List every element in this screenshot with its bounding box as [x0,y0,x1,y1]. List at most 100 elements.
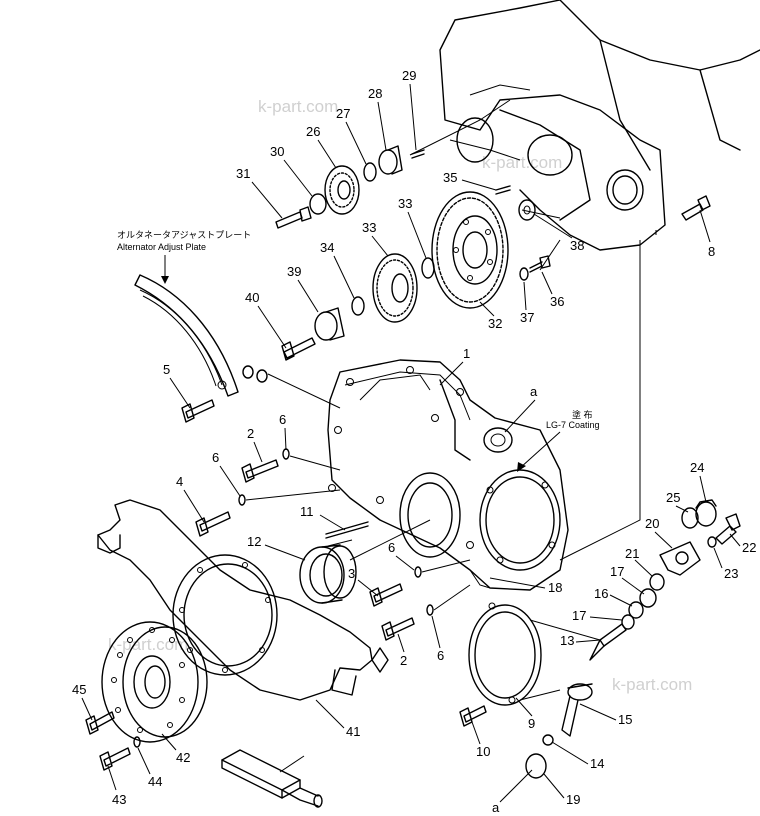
callout-32: 33 [362,220,376,235]
gear-25 [324,165,360,215]
gear-32 [372,253,418,323]
callout-6: 6 [388,540,395,555]
bolt-21 [715,513,741,545]
part-callouts: 1 2 2 3 4 5 6 6 6 6 8 9 10 11 12 13 14 1… [72,68,756,807]
washer-37 [518,199,536,221]
washer-22 [707,536,717,548]
watermark: k-part.com [108,635,188,654]
callout-24: 25 [666,490,680,505]
bracket-40 [97,499,389,701]
oring-20 [649,573,665,591]
coating-jp-label: 塗 布 [572,409,593,420]
callout-11: 12 [247,534,261,549]
callout-6: 6 [279,412,286,427]
bolt-9 [459,705,487,727]
bolt-35 [529,255,551,273]
callout-14: 15 [618,712,632,727]
callout-29: 30 [270,144,284,159]
shaft-14 [561,683,593,737]
callout-27: 28 [368,86,382,101]
callout-4: 4 [176,474,183,489]
washer-24 [681,507,699,529]
reference-marker-a: a [492,800,500,815]
bolt-2 [241,459,279,483]
washer-6 [414,566,422,578]
callout-1: 1 [463,346,470,361]
callout-33: 33 [398,196,412,211]
callout-6: 6 [437,648,444,663]
bolt-2 [381,617,415,641]
cover-plate-8 [468,602,542,706]
bushing [256,369,268,383]
watermark: k-part.com [258,97,338,116]
bolt-39 [281,337,316,361]
engine-block [439,0,760,251]
callout-8: 9 [528,716,535,731]
callout-3: 3 [348,566,355,581]
coating-en-label: LG-7 Coating [546,420,600,430]
callout-37: 38 [570,238,584,253]
callout-2: 2 [247,426,254,441]
washer-6 [426,604,434,616]
bushing-26 [363,162,377,182]
callout-31: 32 [488,316,502,331]
watermark: k-part.com [612,675,692,694]
callout-10: 11 [300,504,314,519]
fitting-15-16 [628,588,657,619]
bolt-30 [275,206,312,229]
tool-45 [221,749,323,808]
callout-25: 26 [306,124,320,139]
callout-7: 8 [708,244,715,259]
bolt-5 [181,399,215,423]
washer-29 [309,193,327,215]
callout-21: 22 [742,540,756,555]
guide-lines [245,99,657,701]
washer-43 [133,736,141,748]
callout-36: 37 [520,310,534,325]
bolt-42 [99,747,131,771]
oil-seal-11 [299,544,357,604]
callout-30: 31 [236,166,250,181]
callout-9: 10 [476,744,490,759]
callout-20: 21 [625,546,639,561]
callout-26: 27 [336,106,350,121]
callout-17: 17 [572,608,586,623]
callout-22: 23 [724,566,738,581]
callout-42: 43 [112,792,126,807]
callout-35: 36 [550,294,564,309]
shaft-27 [378,145,403,175]
bolt-3 [369,583,403,607]
callout-41: 42 [176,750,190,765]
plug-18 [525,753,547,779]
bushing [242,365,254,379]
oring-17 [621,614,635,630]
shaft-38 [314,307,345,341]
callout-44: 45 [72,682,86,697]
callout-39: 40 [245,290,259,305]
watermark: k-part.com [482,153,562,172]
callout-18: 19 [566,792,580,807]
callout-40: 41 [346,724,360,739]
callout-23: 24 [690,460,704,475]
washer-36 [519,267,529,281]
callout-17: 18 [548,580,562,595]
callout-28: 29 [402,68,416,83]
alternator-plate-en-label: Alternator Adjust Plate [117,242,206,252]
bolt-4 [195,511,231,537]
callout-33: 34 [320,240,334,255]
bushing-33 [351,296,365,316]
callout-5: 5 [163,362,170,377]
bushing-33 [421,257,435,279]
callout-38: 39 [287,264,301,279]
rod-12 [589,623,627,661]
callout-34: 35 [443,170,457,185]
washer-6 [238,494,246,506]
callout-12: 13 [560,633,574,648]
callout-13: 14 [590,756,604,771]
reference-marker-a: a [530,384,538,399]
nut-13 [542,734,554,746]
bolt-7 [681,195,711,221]
pin-34 [495,185,511,195]
callout-19: 20 [645,516,659,531]
